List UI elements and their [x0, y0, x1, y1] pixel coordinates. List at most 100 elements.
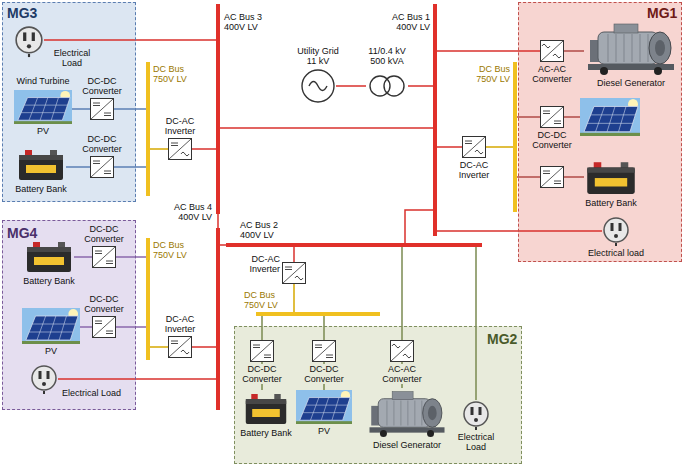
microgrid-panel: MG2DC-DC ConverterBattery BankDC-DC Conv…: [234, 326, 522, 464]
connector: [80, 326, 92, 328]
component-label: DC-DC Converter: [82, 294, 126, 314]
icon: [168, 138, 192, 160]
icon: [22, 308, 80, 344]
diesel-generator: Diesel Generator: [366, 388, 448, 438]
pv-wire: [564, 116, 580, 118]
connector: [66, 166, 90, 168]
pv-array: PV: [22, 308, 80, 344]
component-label: DC-DC Converter: [82, 224, 126, 244]
icon: [30, 364, 58, 394]
electrical-load: Electrical load: [602, 216, 630, 246]
ac-bus: AC Bus 1 400V LV: [433, 4, 437, 236]
microgrid-panel: MG4DC-DC ConverterBattery BankDC-DC Conv…: [2, 220, 136, 410]
connector: [336, 85, 366, 87]
component-label: Diesel Generator: [362, 440, 452, 450]
icon: [390, 340, 414, 362]
component-label: Wind Turbine: [4, 76, 82, 86]
pv-array: [580, 98, 640, 136]
microgrid-panel: MG3Electrical LoadWind TurbinePVDC-DC Co…: [2, 2, 136, 202]
component-label: Electrical load: [576, 248, 656, 258]
icon: [92, 246, 116, 268]
panel-fill: [518, 2, 682, 262]
connector: [405, 210, 433, 243]
component-label: Utility Grid 11 kV: [294, 46, 342, 66]
component-label: DC-AC Inverter: [236, 254, 280, 274]
bus-label: DC Bus 750V LV: [244, 290, 288, 310]
icon: [90, 98, 114, 120]
connector: [517, 116, 540, 118]
component-label: Battery Bank: [231, 428, 301, 438]
connector: [150, 148, 168, 150]
dc-bus: DC Bus 750V LV: [513, 62, 517, 212]
ac-ac-converter: AC-AC Converter: [540, 40, 564, 62]
connector: [192, 148, 216, 150]
icon: [250, 340, 274, 362]
pv-array: Wind TurbinePV: [14, 90, 72, 124]
icon: [90, 156, 114, 178]
component-label: DC-DC Converter: [530, 130, 574, 150]
ac-bus: AC Bus 4 400V LV: [216, 228, 220, 410]
connector: [408, 85, 433, 87]
panel-title: MG4: [7, 225, 47, 241]
icon: [14, 90, 72, 124]
icon: [282, 262, 306, 284]
dc-ac-inverter: DC-AC Inverter: [168, 138, 192, 160]
bus-label: AC Bus 1 400V LV: [384, 12, 430, 32]
connector: [437, 230, 602, 232]
component-label: PV: [296, 426, 352, 436]
component-label: Battery Bank: [576, 198, 646, 208]
dc-dc-converter: [540, 166, 564, 188]
icon: [584, 158, 638, 196]
icon: [540, 106, 564, 128]
connector: [116, 326, 146, 328]
panel-title: MG3: [7, 5, 47, 21]
bus-label: DC Bus 750V LV: [153, 64, 193, 84]
icon: [366, 74, 408, 98]
dc-ac-inverter: DC-AC Inverter: [282, 262, 306, 284]
connector: [486, 146, 513, 148]
dc-bus: DC Bus 750V LV: [146, 62, 150, 196]
battery-bank: Battery Bank: [584, 158, 638, 196]
connector: [72, 108, 90, 110]
icon: [300, 68, 336, 104]
component-label: Electrical Load: [450, 432, 502, 452]
connector: [116, 256, 146, 258]
utility-grid: Utility Grid 11 kV: [300, 68, 336, 104]
component-label: DC-DC Converter: [302, 364, 346, 384]
component-label: 11/0.4 kV 500 kVA: [361, 46, 413, 66]
connector: [58, 378, 216, 380]
component-label: DC-AC Inverter: [158, 116, 202, 136]
connector: [437, 50, 540, 52]
component-label: DC-DC Converter: [80, 134, 124, 154]
icon: [462, 136, 486, 158]
dc-dc-converter: DC-DC Converter: [540, 106, 564, 128]
connector: [261, 316, 263, 340]
component-label: DC-AC Inverter: [452, 160, 496, 180]
component-label: Battery Bank: [14, 276, 84, 286]
ac-ac-converter: AC-AC Converter: [390, 340, 414, 362]
bus-label: AC Bus 4 400V LV: [168, 202, 212, 222]
connector: [74, 256, 92, 258]
component-label: AC-AC Converter: [530, 64, 574, 84]
icon: [24, 238, 74, 274]
panel-title: MG1: [647, 5, 681, 21]
dc-dc-converter: DC-DC Converter: [92, 246, 116, 268]
icon: [366, 388, 448, 438]
microgrid-panel: MG1AC-AC ConverterDiesel GeneratorDC-DC …: [518, 2, 682, 262]
connector: [323, 316, 325, 340]
component-label: Electrical Load: [62, 388, 132, 398]
connector: [217, 214, 219, 228]
battery-bank: Battery Bank: [16, 146, 66, 182]
connector: [564, 50, 584, 52]
dc-bus: DC Bus 750V LV: [146, 238, 150, 360]
component-label: AC-AC Converter: [380, 364, 424, 384]
panel-fill: [2, 2, 136, 202]
ac-bus: AC Bus 2 400V LV: [226, 243, 482, 247]
battery-bank: Battery Bank: [24, 238, 74, 274]
bus-label: DC Bus 750V LV: [153, 240, 193, 260]
bus-label: AC Bus 3 400V LV: [224, 12, 270, 32]
dc-ac-inverter: DC-AC Inverter: [462, 136, 486, 158]
icon: [168, 336, 192, 358]
battery-bank: Battery Bank: [243, 390, 289, 426]
